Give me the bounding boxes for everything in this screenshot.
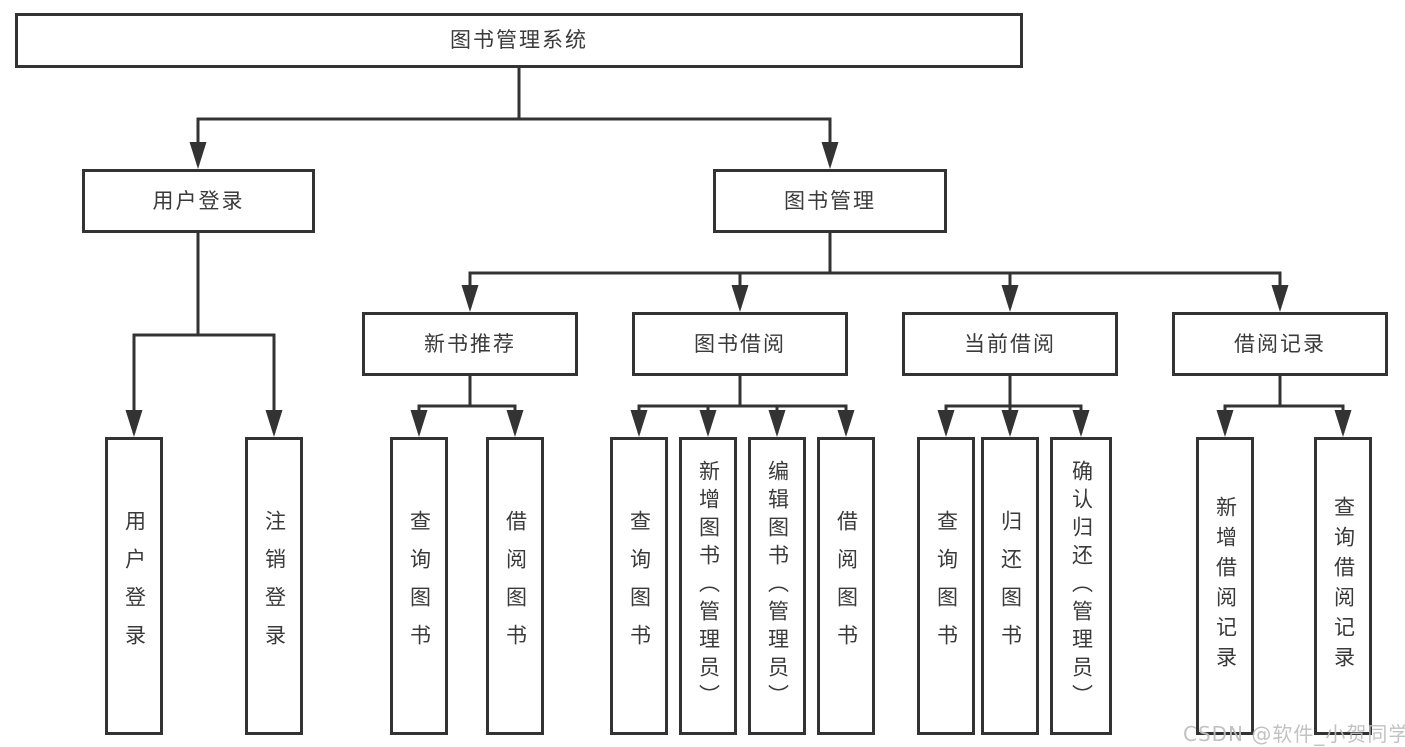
arrowhead <box>1072 410 1090 437</box>
node-logout-label: 注销登录 <box>262 510 287 662</box>
arrowhead <box>189 142 207 169</box>
node-user-login: 用户登录 <box>82 169 315 233</box>
node-edit-book-admin: 编辑图书（管理员） <box>748 437 806 735</box>
node-login-label: 用户登录 <box>122 510 147 662</box>
arrowhead <box>1334 410 1352 437</box>
node-confirm-return-admin: 确认归还（管理员） <box>1050 437 1112 735</box>
arrowhead <box>837 410 855 437</box>
arrowhead <box>410 410 428 437</box>
node-query-borrow-record-label: 查询借阅记录 <box>1331 496 1356 676</box>
node-query-borrow-record: 查询借阅记录 <box>1314 437 1372 735</box>
branch-book-management <box>461 233 1289 312</box>
arrowhead <box>768 410 786 437</box>
node-recommend-borrow-books: 借阅图书 <box>486 437 544 735</box>
node-borrowing-records-label: 借阅记录 <box>1234 331 1326 356</box>
node-book-management: 图书管理 <box>713 169 947 233</box>
node-new-book-recommendation-label: 新书推荐 <box>424 331 516 356</box>
branch-root <box>189 68 839 169</box>
node-login: 用户登录 <box>105 437 163 735</box>
arrowhead <box>1216 410 1234 437</box>
branch-user-login <box>125 233 283 437</box>
node-edit-book-admin-label: 编辑图书（管理员） <box>765 460 790 712</box>
arrowhead <box>1001 410 1019 437</box>
node-new-book-recommendation: 新书推荐 <box>362 312 578 376</box>
csdn-watermark: CSDN @软件_小贺同学 <box>1183 722 1405 746</box>
node-library-system: 图书管理系统 <box>15 13 1023 68</box>
node-current-query-books: 查询图书 <box>917 437 975 735</box>
branch-new-book-recommendation <box>410 376 524 437</box>
node-add-borrow-record-label: 新增借阅记录 <box>1213 496 1238 676</box>
node-recommend-query-books: 查询图书 <box>390 437 448 735</box>
branch-book-borrowing <box>630 376 855 437</box>
node-borrow-books-label: 借阅图书 <box>834 510 859 662</box>
arrowhead <box>821 142 839 169</box>
arrowhead <box>461 285 479 312</box>
arrowhead <box>937 410 955 437</box>
arrowhead <box>731 285 749 312</box>
arrowhead <box>125 410 143 437</box>
node-logout: 注销登录 <box>245 437 303 735</box>
node-borrowing-records: 借阅记录 <box>1172 312 1388 376</box>
arrowhead <box>506 410 524 437</box>
node-recommend-query-books-label: 查询图书 <box>407 510 432 662</box>
node-borrow-query-books: 查询图书 <box>610 437 668 735</box>
node-book-borrowing: 图书借阅 <box>632 312 848 376</box>
node-confirm-return-admin-label: 确认归还（管理员） <box>1069 460 1094 712</box>
node-borrow-query-books-label: 查询图书 <box>627 510 652 662</box>
arrowhead <box>1271 285 1289 312</box>
arrowhead <box>699 410 717 437</box>
node-return-books-label: 归还图书 <box>998 510 1023 662</box>
node-borrow-books: 借阅图书 <box>817 437 875 735</box>
arrowhead <box>265 410 283 437</box>
arrowhead <box>1001 285 1019 312</box>
node-current-query-books-label: 查询图书 <box>934 510 959 662</box>
node-return-books: 归还图书 <box>981 437 1039 735</box>
node-book-borrowing-label: 图书借阅 <box>694 331 786 356</box>
node-book-management-label: 图书管理 <box>784 188 876 213</box>
node-user-login-label: 用户登录 <box>152 188 245 213</box>
node-current-borrowing: 当前借阅 <box>902 312 1118 376</box>
node-add-borrow-record: 新增借阅记录 <box>1196 437 1254 735</box>
node-add-book-admin-label: 新增图书（管理员） <box>696 460 721 712</box>
node-add-book-admin: 新增图书（管理员） <box>679 437 737 735</box>
node-current-borrowing-label: 当前借阅 <box>964 331 1056 356</box>
node-library-system-label: 图书管理系统 <box>450 28 588 52</box>
arrowhead <box>630 410 648 437</box>
branch-borrowing-records <box>1216 376 1352 437</box>
node-recommend-borrow-books-label: 借阅图书 <box>503 510 528 662</box>
branch-current-borrowing <box>937 376 1090 437</box>
